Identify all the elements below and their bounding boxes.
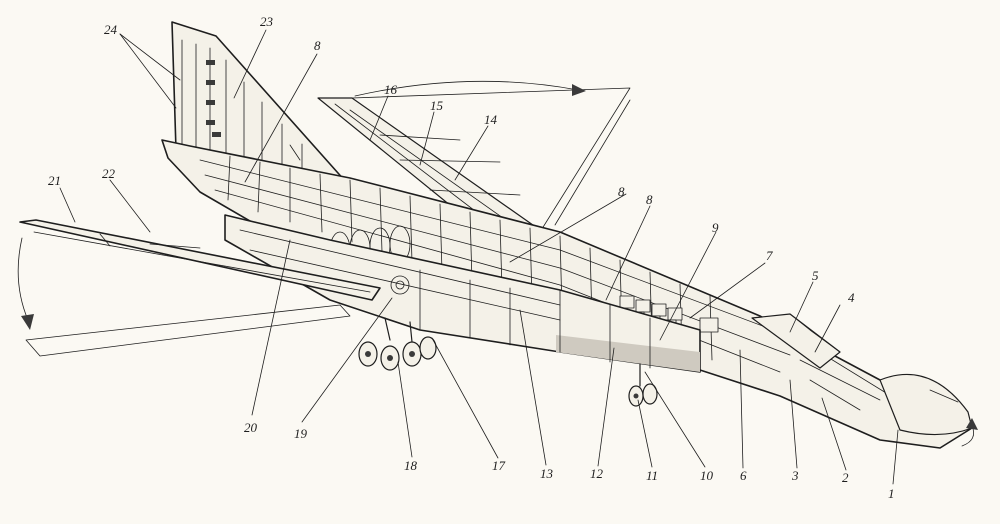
- callout-8-wing: 8: [618, 184, 625, 199]
- callout-17: 17: [492, 458, 506, 473]
- nose-landing-gear: [628, 363, 658, 407]
- callout-7: 7: [766, 248, 773, 263]
- callout-16: 16: [384, 82, 398, 97]
- callout-2: 2: [842, 470, 849, 485]
- cockpit-nose: [751, 313, 978, 447]
- callout-8-spine: 8: [646, 192, 653, 207]
- callout-1: 1: [888, 486, 895, 501]
- callout-4: 4: [848, 290, 855, 305]
- callout-6: 6: [740, 468, 747, 483]
- callout-10: 10: [700, 468, 714, 483]
- lower-left-wing: [17, 219, 381, 357]
- callout-15: 15: [430, 98, 444, 113]
- callout-21: 21: [48, 173, 61, 188]
- tail-fin: [171, 21, 347, 183]
- aircraft-drawing: [17, 21, 978, 449]
- leader-lines: [59, 29, 899, 485]
- roundel-mark: [390, 275, 410, 295]
- main-landing-gear: [358, 317, 437, 371]
- engine-nacelle: [224, 214, 701, 373]
- callout-labels: 1 2 3 4 5 6 7 8 8 8 8 9 10 11 12 13 14 1…: [48, 14, 895, 501]
- callout-22: 22: [102, 166, 116, 181]
- callout-19: 19: [294, 426, 308, 441]
- callout-20: 20: [244, 420, 258, 435]
- callout-18: 18: [404, 458, 418, 473]
- callout-8-tail: 8: [314, 38, 321, 53]
- callout-12: 12: [590, 466, 604, 481]
- callout-11: 11: [646, 468, 658, 483]
- callout-24: 24: [104, 22, 118, 37]
- callout-3: 3: [791, 468, 799, 483]
- callout-9: 9: [712, 220, 719, 235]
- callout-5: 5: [812, 268, 819, 283]
- callout-23: 23: [260, 14, 274, 29]
- callout-13: 13: [540, 466, 554, 481]
- callout-14: 14: [484, 112, 498, 127]
